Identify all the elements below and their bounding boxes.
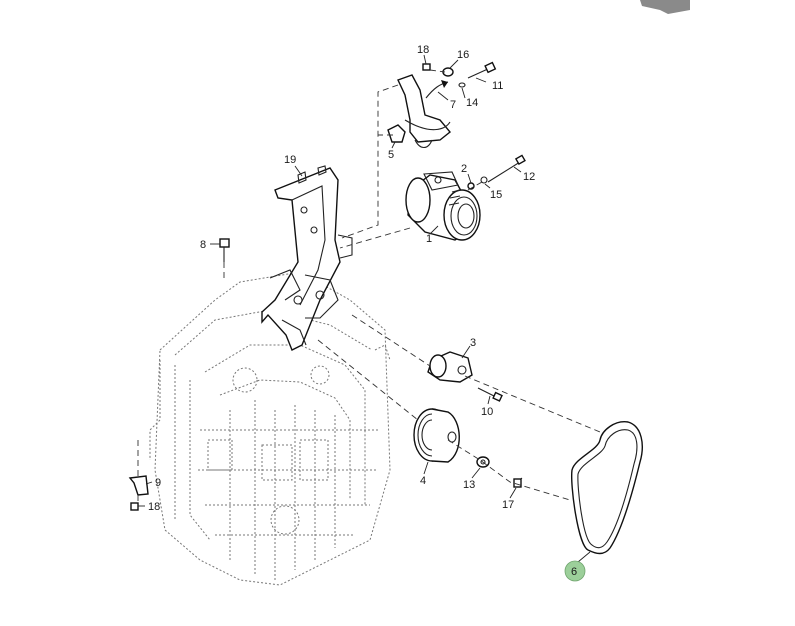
highlight-circle [564,560,586,582]
washer-part-14[interactable] [458,82,466,88]
bracket-part-19[interactable] [261,165,353,351]
engine-block-outline [149,271,391,586]
callout-7[interactable]: 7 [450,99,456,111]
callout-14[interactable]: 14 [466,97,478,109]
clip-part-5[interactable] [387,124,406,143]
washer-part-15[interactable] [480,176,488,184]
pulley-part-4[interactable] [413,408,460,463]
callout-18-bottom[interactable]: 18 [148,501,160,513]
callout-5[interactable]: 5 [388,149,394,161]
callout-11[interactable]: 11 [492,80,503,92]
callout-10[interactable]: 10 [481,406,493,418]
callout-4[interactable]: 4 [420,475,426,487]
drive-belt-part-6[interactable] [570,421,643,555]
callout-3[interactable]: 3 [470,337,476,349]
nut-part-18-top[interactable] [422,63,431,71]
alternator-part-1[interactable] [405,171,481,241]
bolt-part-8[interactable] [219,238,230,262]
strap-part-7[interactable] [397,74,451,149]
callout-17[interactable]: 17 [502,499,514,511]
callout-19[interactable]: 19 [284,154,296,166]
tensioner-part-3[interactable] [427,351,473,383]
bolt-part-18-bottom[interactable] [130,502,139,511]
bolt-part-10[interactable] [477,387,503,402]
callout-12[interactable]: 12 [523,171,535,183]
bolt-part-17[interactable] [513,477,523,488]
callout-1[interactable]: 1 [426,233,432,245]
bolt-part-12[interactable] [487,154,526,183]
callout-2[interactable]: 2 [461,163,467,175]
callout-labels: 18 16 11 7 14 5 19 2 12 15 8 1 3 10 4 13… [148,44,577,578]
callout-8[interactable]: 8 [200,239,206,251]
callout-6[interactable]: 6 [571,566,577,578]
bolt-part-11[interactable] [467,61,497,79]
callout-13[interactable]: 13 [463,479,475,491]
callout-9[interactable]: 9 [155,477,161,489]
callout-16[interactable]: 16 [457,49,469,61]
callout-18-top[interactable]: 18 [417,44,429,56]
callout-15[interactable]: 15 [490,189,502,201]
leader-lines [138,54,591,563]
corner-arrow-icon[interactable] [640,0,690,14]
bracket-part-9[interactable] [128,475,149,496]
assembly-lines [137,69,601,503]
